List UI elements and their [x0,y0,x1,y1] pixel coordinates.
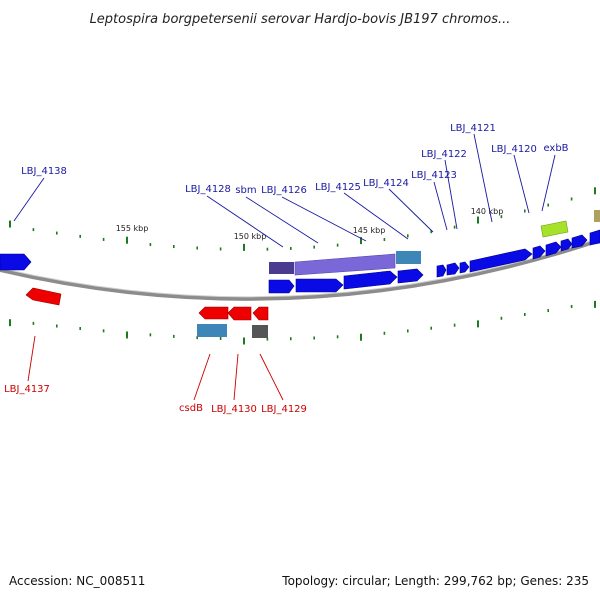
gene-c[interactable] [571,234,588,249]
gene-lbj4129-track[interactable] [252,325,268,338]
gene-sbm[interactable] [294,253,396,276]
gene-b[interactable] [560,238,573,252]
gene-lbj4137[interactable] [25,287,62,306]
gene-a[interactable] [545,241,562,257]
scale-ticks-outer [9,187,596,251]
gene-label: LBJ_4123 [411,170,457,181]
gene-d[interactable] [589,229,600,246]
scale-ticks-inner [9,300,596,345]
gene-label: LBJ_4126 [261,185,307,196]
gene-label: LBJ_4124 [363,178,409,189]
minus-strand-features [25,287,269,338]
gene-label: LBJ_4137 [4,384,50,395]
minus-labels: LBJ_4137 csdB LBJ_4130 LBJ_4129 [4,384,307,415]
scale-label: 145 kbp [353,226,386,235]
gene-label: csdB [179,403,203,414]
gene-csdb-track[interactable] [197,324,227,337]
gene-lbj4122[interactable] [459,261,470,274]
gene-csdb[interactable] [198,306,229,320]
gene-lbj4122a[interactable] [446,262,460,276]
gene-lbj4138[interactable] [0,253,32,271]
gene-lbj4125-track[interactable] [396,251,421,264]
gene-lbj4123[interactable] [436,264,447,278]
gene-lbj4120[interactable] [532,245,546,260]
gene-lbj4124[interactable] [397,268,424,284]
gene-lbj4125[interactable] [343,270,398,290]
gene-label: LBJ_4121 [450,123,496,134]
gene-edge[interactable] [594,210,600,222]
gene-lbj4126[interactable] [295,278,344,293]
gene-lbj4128-track[interactable] [269,262,294,274]
accession-text: Accession: NC_008511 [9,574,146,588]
topology-stats-text: Topology: circular; Length: 299,762 bp; … [282,574,589,588]
label-leaders [13,133,556,401]
plus-strand-features [0,210,600,294]
gene-lbj4121[interactable] [469,248,533,273]
gene-lbj4128[interactable] [268,279,295,294]
gene-label: LBJ_4138 [21,166,67,177]
chromosome-backbone [0,238,600,301]
gene-label: LBJ_4130 [211,404,257,415]
gene-label: sbm [235,185,256,196]
gene-label: LBJ_4120 [491,144,537,155]
gene-lbj4129[interactable] [252,306,269,321]
gene-lbj4130[interactable] [227,306,252,321]
gene-label: LBJ_4129 [261,404,307,415]
map-title: Leptospira borgpetersenii serovar Hardjo… [90,12,511,27]
gene-label: LBJ_4125 [315,182,361,193]
chromosome-backbone-highlight [0,237,600,298]
gene-label: exbB [543,143,568,154]
gene-label: LBJ_4128 [185,184,231,195]
gene-label: LBJ_4122 [421,149,467,160]
scale-label: 150 kbp [234,232,267,241]
gene-exbb[interactable] [540,220,569,238]
scale-label: 155 kbp [116,224,149,233]
scale-label: 140 kbp [471,207,504,216]
plus-labels: LBJ_4138 LBJ_4128 sbm LBJ_4126 LBJ_4125 … [21,123,569,196]
